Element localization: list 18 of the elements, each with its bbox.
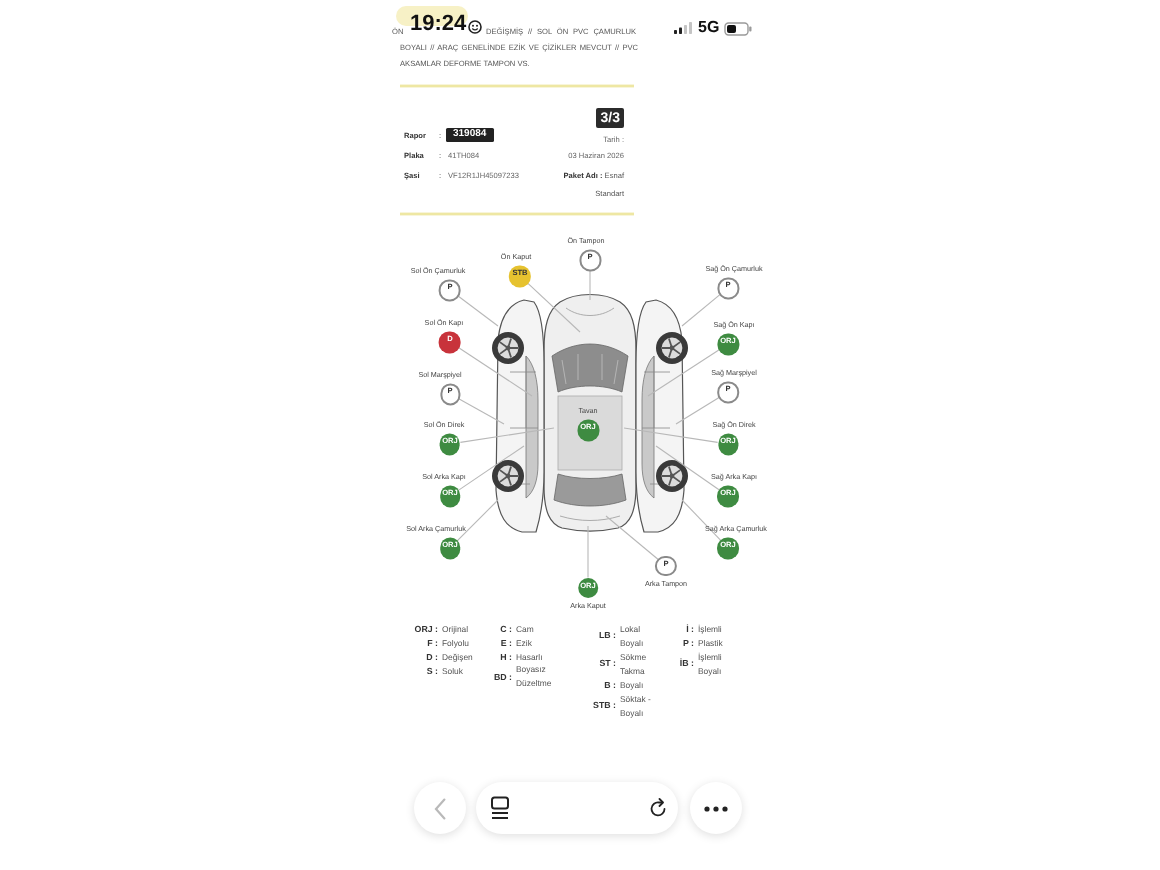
leader-line — [587, 525, 589, 579]
leader-line — [458, 347, 533, 397]
leader-line — [457, 295, 499, 327]
network-type: 5G — [698, 20, 720, 36]
leader-line — [589, 269, 591, 301]
leader-line — [458, 398, 505, 425]
leader-line — [459, 427, 555, 443]
leader-line — [605, 515, 659, 560]
leader-line — [458, 445, 525, 491]
leader-line — [527, 282, 581, 333]
leader-line — [647, 349, 720, 397]
leader-line — [681, 499, 722, 541]
leader-line — [623, 427, 719, 443]
leader-line — [655, 445, 720, 491]
status-time: 19:24 — [410, 14, 467, 36]
leader-line — [675, 396, 720, 425]
leader-line — [456, 499, 499, 542]
leader-line — [681, 294, 721, 327]
